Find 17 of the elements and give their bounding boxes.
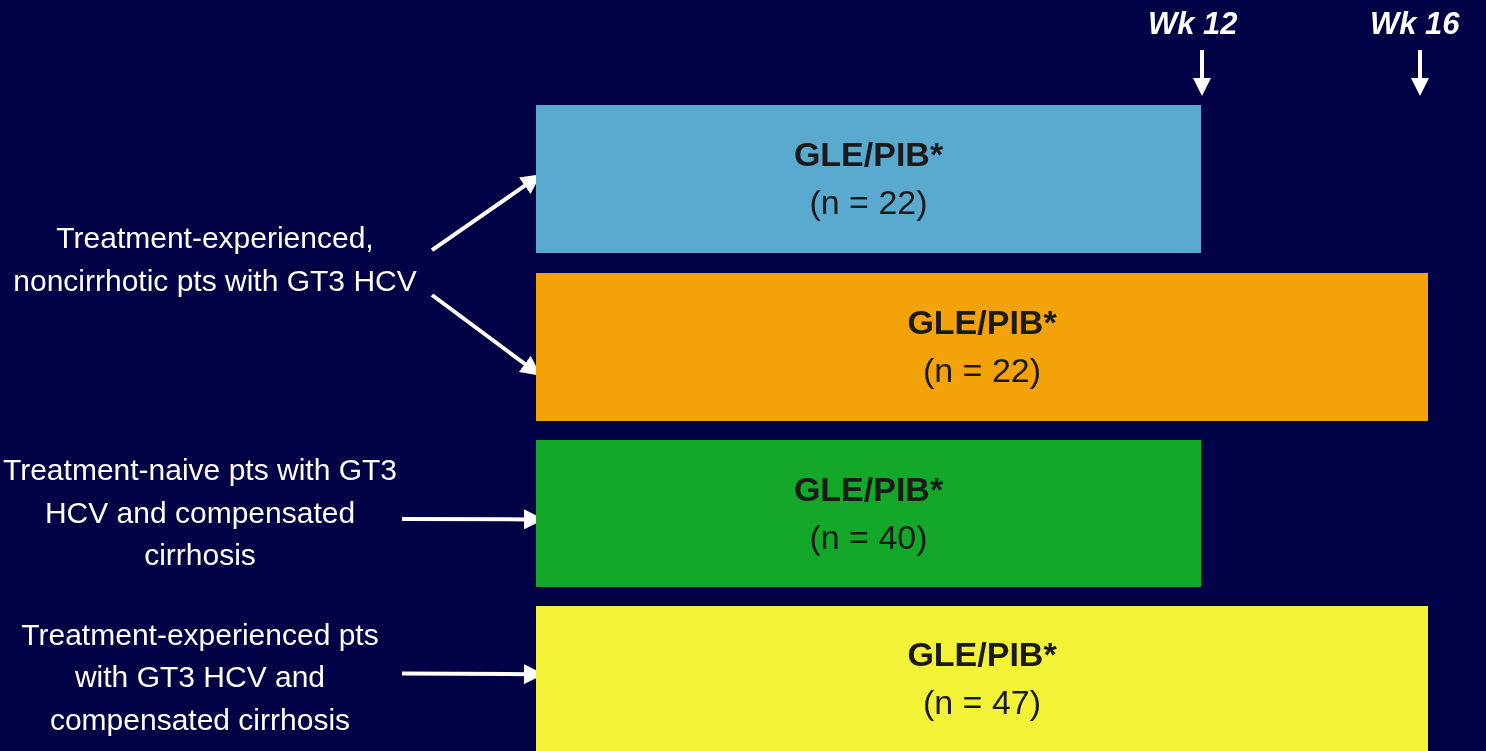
treatment-arm-bar (536, 273, 1428, 421)
sample-size-label: (n = 22) (809, 183, 928, 221)
treatment-arm-bar (536, 440, 1201, 587)
week-label: Wk 12 (1148, 6, 1238, 42)
sample-size-label: (n = 40) (809, 517, 928, 556)
treatment-arm-bar (536, 606, 1428, 751)
regimen-label: GLE/PIB* (793, 135, 944, 174)
population-label: Treatment-experienced pts with GT3 HCV and compensated cirrhosis (21, 617, 379, 736)
population-label: Treatment-experienced, noncirrhotic pts with GT3 HCV (13, 221, 417, 297)
regimen-label: GLE/PIB* (907, 303, 1057, 342)
regimen-label: GLE/PIB* (793, 469, 944, 508)
treatment-arm-bar (536, 105, 1201, 253)
week-label: Wk 16 (1370, 6, 1460, 42)
sample-size-label: (n = 47) (922, 682, 1042, 721)
sample-size-label: (n = 22) (922, 351, 1042, 389)
regimen-label: GLE/PIB* (907, 634, 1057, 673)
population-label: Treatment-naive pts with GT3 HCV and compensated cirrhosis (3, 453, 397, 572)
